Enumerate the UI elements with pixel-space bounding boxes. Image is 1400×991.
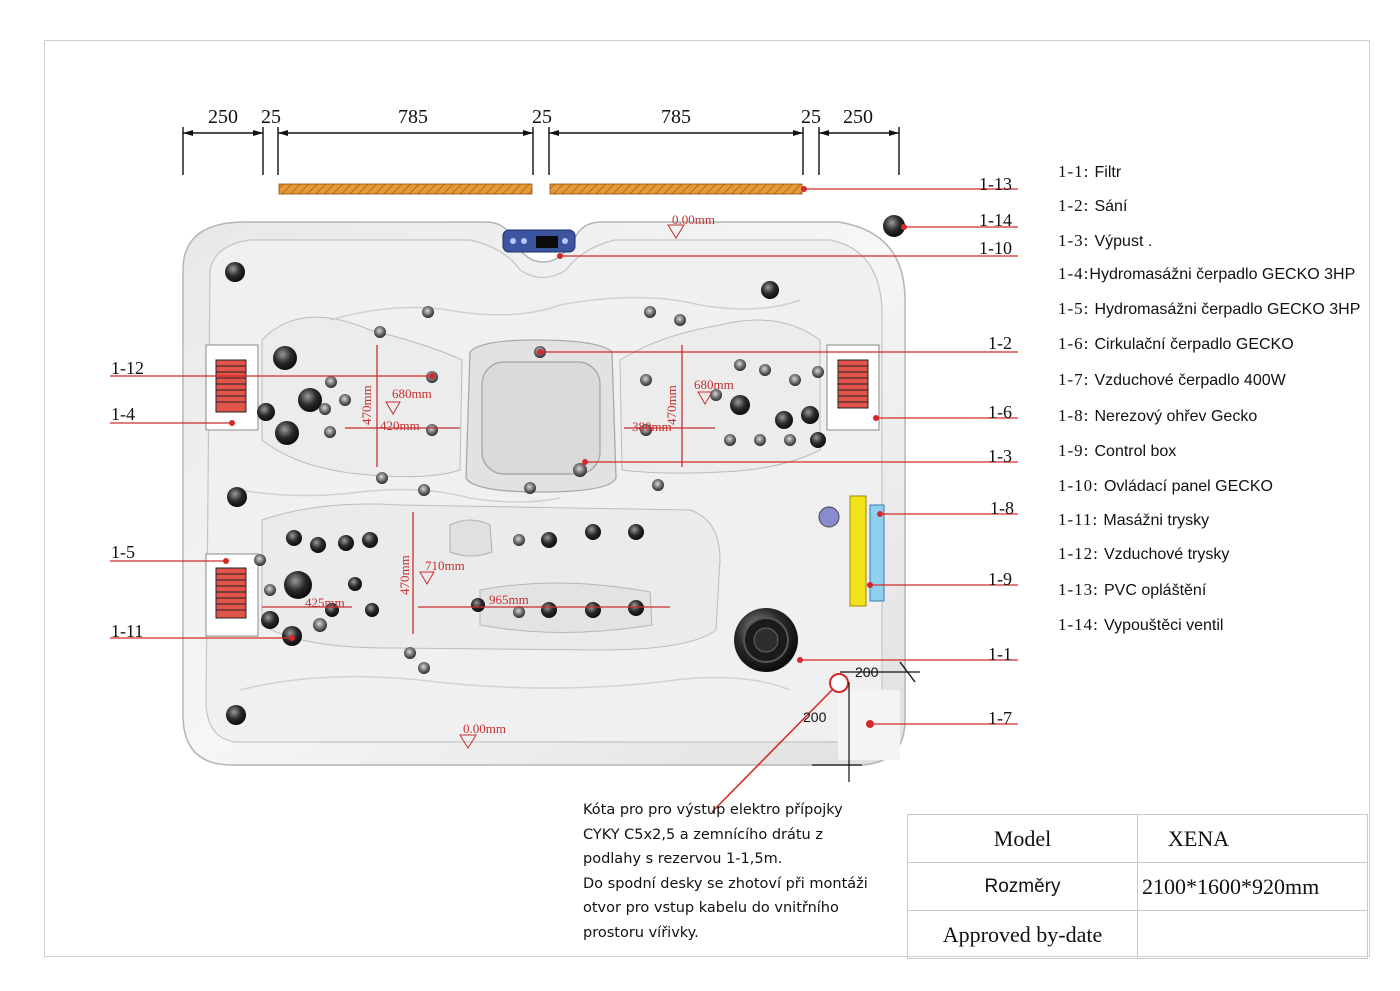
depth-bottom-label: 0.00mm (463, 721, 506, 736)
seat-left-width: 420mm (380, 418, 420, 433)
callout-label: 1-8 (990, 498, 1014, 518)
legend-item: 1-5: Hydromasážni čerpadlo GECKO 3HP (1058, 299, 1361, 318)
note-line: otvor pro vstup kabelu do vnitřního (583, 900, 839, 916)
seat-right-height: 470mm (664, 385, 679, 425)
callout-label: 1-14 (979, 210, 1012, 230)
jets-large (225, 262, 826, 725)
callout-label: 1-12 (111, 358, 144, 378)
callout-label: 1-13 (979, 174, 1012, 194)
dim-label: 785 (661, 106, 691, 128)
note-line: Do spodní desky se zhotoví při montáži (583, 875, 868, 892)
callout-label: 1-1 (988, 644, 1012, 664)
spa-shell (182, 221, 906, 766)
approved-value (1137, 910, 1368, 959)
legend-item: 1-13: PVC opláštění (1058, 580, 1207, 599)
drain-valve (883, 215, 905, 237)
callout-dots (223, 186, 907, 728)
approved-label: Approved by-date (907, 910, 1138, 959)
lounge-depth: 710mm (425, 558, 465, 573)
corner-dim-vertical: 200 (803, 709, 827, 725)
callout-label: 1-7 (988, 708, 1012, 728)
dim-label: 250 (843, 106, 873, 128)
legend-item: 1-9: Control box (1058, 441, 1177, 460)
lounge-left-width: 425mm (305, 595, 345, 610)
jets-small (254, 306, 824, 674)
electrical-note: Kóta pro pro výstup elektro přípojky CYK… (583, 798, 903, 945)
pvc-cladding-right (549, 183, 803, 195)
table-row: Approved by-date (907, 910, 1368, 959)
suction-fitting (818, 506, 840, 528)
legend-item: 1-12: Vzduchové trysky (1058, 544, 1230, 563)
legend-item: 1-11: Masážni trysky (1058, 510, 1210, 529)
note-line: CYKY C5x2,5 a zemnícího drátu z (583, 826, 823, 843)
note-line: Kóta pro pro výstup elektro přípojky (583, 802, 843, 818)
table-row: Rozměry 2100*1600*920mm (907, 862, 1368, 911)
callout-label: 1-11 (111, 621, 143, 641)
pvc-cladding-left (278, 183, 533, 195)
model-label: Model (907, 814, 1138, 863)
sheet-border (44, 40, 1370, 957)
corner-dim-horizontal: 200 (855, 664, 879, 680)
lounge-length: 965mm (489, 592, 529, 607)
legend-item: 1-14: Vypouštěci ventil (1058, 615, 1224, 634)
legend-item: 1-2: Sání (1058, 196, 1128, 215)
legend-item: 1-7: Vzduchové čerpadlo 400W (1058, 370, 1286, 389)
callout-label: 1-5 (111, 542, 135, 562)
legend-item: 1-3: Výpust . (1058, 231, 1153, 250)
seat-right-depth: 680mm (694, 377, 734, 392)
legend-item: 1-1: Filtr (1058, 162, 1122, 181)
title-block: Model XENA Rozměry 2100*1600*920mm Appro… (907, 814, 1368, 959)
lounge-height: 470mm (397, 555, 412, 595)
callout-label: 1-2 (988, 333, 1012, 353)
filter (734, 608, 798, 672)
dim-label: 785 (398, 106, 428, 128)
size-value: 2100*1600*920mm (1137, 862, 1368, 911)
callout-leaders (110, 188, 1018, 725)
dim-label: 25 (532, 106, 552, 128)
internal-dims (262, 345, 715, 634)
seat-left-height: 470mm (359, 385, 374, 425)
depth-markers (385, 224, 713, 749)
model-value: XENA (1137, 814, 1368, 863)
callout-label: 1-3 (988, 446, 1012, 466)
callout-label: 1-6 (988, 402, 1012, 422)
dimension-arrows (183, 130, 899, 136)
control-panel (502, 229, 576, 253)
top-dimension (182, 127, 900, 175)
control-box (869, 504, 885, 602)
callout-label: 1-9 (988, 569, 1012, 589)
dim-label: 25 (801, 106, 821, 128)
pump-1-12 (205, 344, 259, 431)
pump-1-5 (205, 553, 259, 637)
heater (849, 495, 867, 607)
note-line: prostoru vířivky. (583, 924, 699, 941)
seat-left-depth: 680mm (392, 386, 432, 401)
note-line: podlahy s rezervou 1-1,5m. (583, 851, 783, 867)
callout-label: 1-10 (979, 238, 1012, 258)
table-row: Model XENA (907, 814, 1368, 863)
dim-label: 25 (261, 106, 281, 128)
legend-item: 1-10: Ovládací panel GECKO (1058, 476, 1273, 495)
callout-label: 1-4 (111, 404, 135, 424)
pump-1-6 (826, 344, 880, 431)
seat-right-width: 380mm (632, 419, 672, 434)
legend-item: 1-4:Hydromasážni čerpadlo GECKO 3HP (1058, 264, 1356, 283)
dim-label: 250 (208, 106, 238, 128)
size-label: Rozměry (907, 862, 1138, 911)
legend-item: 1-8: Nerezový ohřev Gecko (1058, 406, 1258, 425)
electric-outlet-marker (711, 661, 920, 813)
depth-top-label: 0.00mm (672, 212, 715, 227)
legend-item: 1-6: Cirkulační čerpadlo GECKO (1058, 334, 1294, 353)
